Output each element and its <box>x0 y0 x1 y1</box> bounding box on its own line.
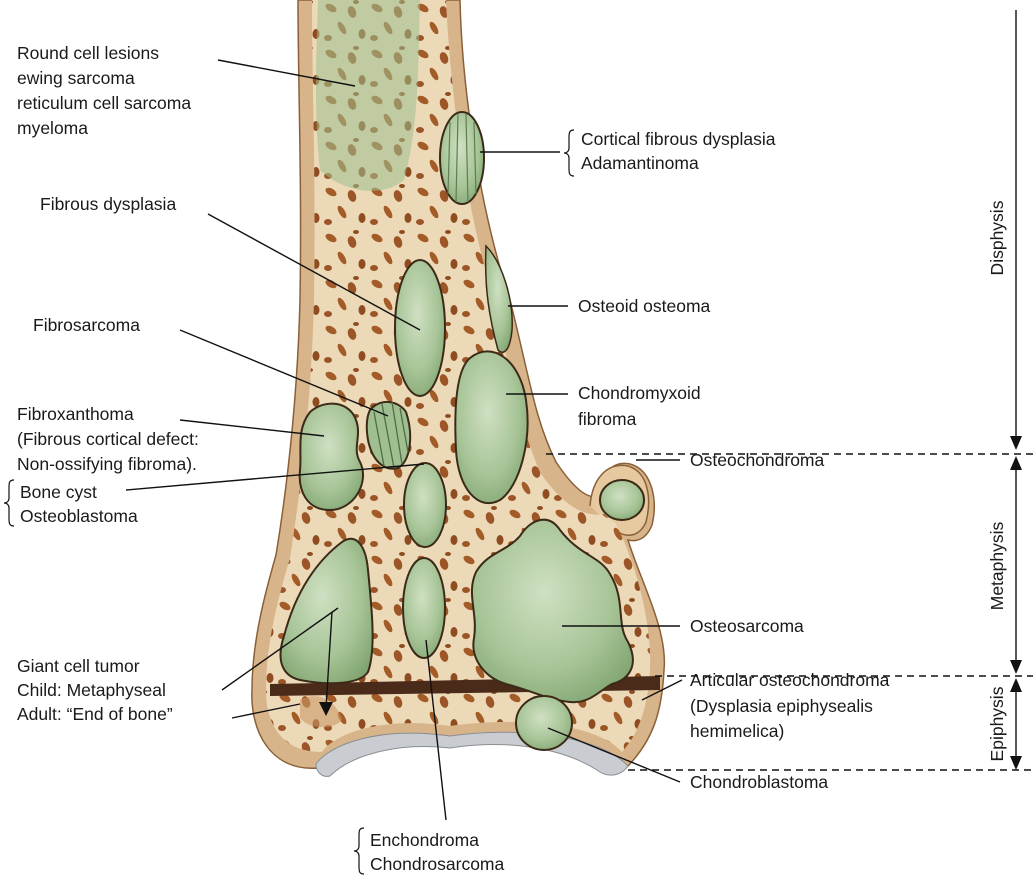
label-osteosarcoma: Osteosarcoma <box>690 616 804 636</box>
label-fibroxanthoma: Fibroxanthoma (Fibrous cortical defect: … <box>17 404 204 474</box>
bone-cyst-lesion <box>404 463 446 547</box>
label-fibrosarcoma: Fibrosarcoma <box>33 315 140 335</box>
zone-label-epiphysis: Epiphysis <box>987 686 1007 761</box>
diaphysis-arrowhead <box>1010 436 1022 450</box>
brace-bone-cyst <box>4 480 14 526</box>
label-giant-cell: Giant cell tumor Child: Metaphyseal Adul… <box>17 656 173 724</box>
metaphysis-arrowhead-top <box>1010 456 1022 470</box>
round-cell-lesion <box>316 0 420 191</box>
label-osteochondroma: Osteochondroma <box>690 450 825 470</box>
label-articular: Articular osteochondroma (Dysplasia epip… <box>690 670 894 741</box>
zone-label-diaphysis: Disphysis <box>987 200 1007 275</box>
chondroblastoma-lesion <box>516 696 572 750</box>
label-cortical-fibrous: Cortical fibrous dysplasia Adamantinoma <box>581 129 780 173</box>
metaphysis-arrowhead-bottom <box>1010 660 1022 674</box>
fibrous-dysplasia-lesion <box>395 260 445 396</box>
label-chondroblastoma: Chondroblastoma <box>690 772 828 792</box>
label-osteoid-osteoma: Osteoid osteoma <box>578 296 711 316</box>
label-chondromyxoid: Chondromyxoid fibroma <box>578 383 705 429</box>
label-round-cell: Round cell lesions ewing sarcoma reticul… <box>17 43 196 138</box>
label-fibrous-dysplasia: Fibrous dysplasia <box>40 194 176 214</box>
cortical-fibrous-dysplasia-lesion <box>440 112 484 204</box>
osteochondroma-cap <box>600 480 644 520</box>
enchondroma-lesion <box>403 558 445 658</box>
fibroxanthoma-lesion <box>300 404 363 510</box>
brace-enchondroma <box>354 828 364 874</box>
zone-label-metaphysis: Metaphysis <box>987 521 1007 610</box>
brace-cortical-fibrous <box>564 130 574 176</box>
epiphysis-arrowhead-top <box>1010 678 1022 692</box>
epiphysis-arrowhead-bottom <box>1010 756 1022 770</box>
label-bone-cyst: Bone cyst Osteoblastoma <box>20 482 138 526</box>
label-enchondroma: Enchondroma Chondrosarcoma <box>370 830 504 874</box>
